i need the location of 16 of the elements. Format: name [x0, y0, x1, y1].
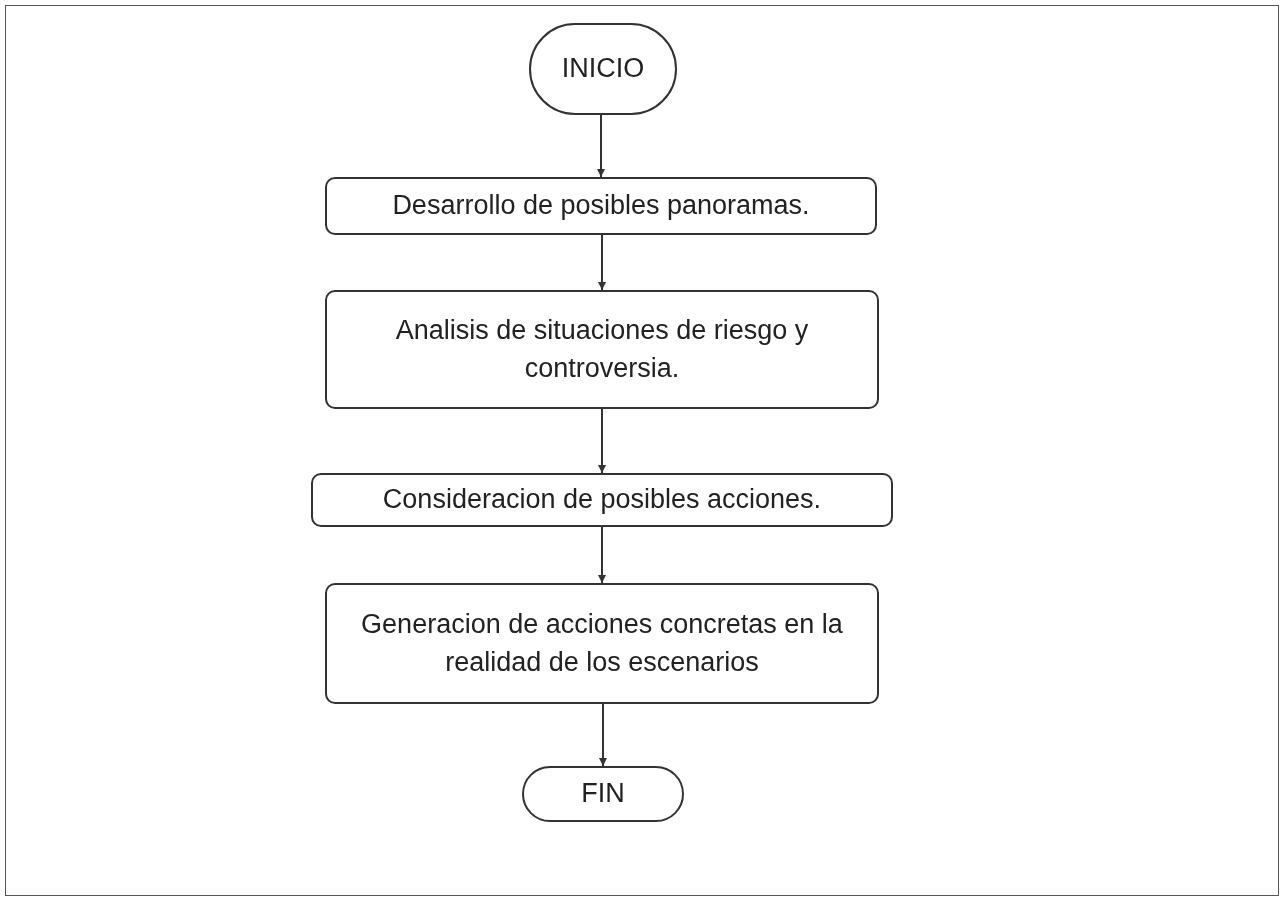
process-box	[325, 290, 879, 409]
arrow	[597, 114, 605, 178]
arrow	[598, 408, 606, 474]
terminal-shape	[522, 766, 684, 822]
step-text: INICIO	[561, 52, 645, 86]
step-text: FIN	[581, 777, 625, 811]
process-box	[325, 177, 877, 235]
step-text: Generacion de acciones concretas en la realidad de los escenarios	[360, 607, 844, 679]
process-box	[325, 583, 879, 704]
process-box	[311, 473, 893, 527]
step-text: Analisis de situaciones de riesgo y controversia.	[394, 313, 810, 385]
arrow	[598, 234, 606, 291]
step-text: Consideracion de posibles acciones.	[382, 483, 822, 517]
arrow	[598, 526, 606, 584]
step-text: Desarrollo de posibles panoramas.	[392, 189, 810, 223]
arrow	[599, 703, 607, 767]
